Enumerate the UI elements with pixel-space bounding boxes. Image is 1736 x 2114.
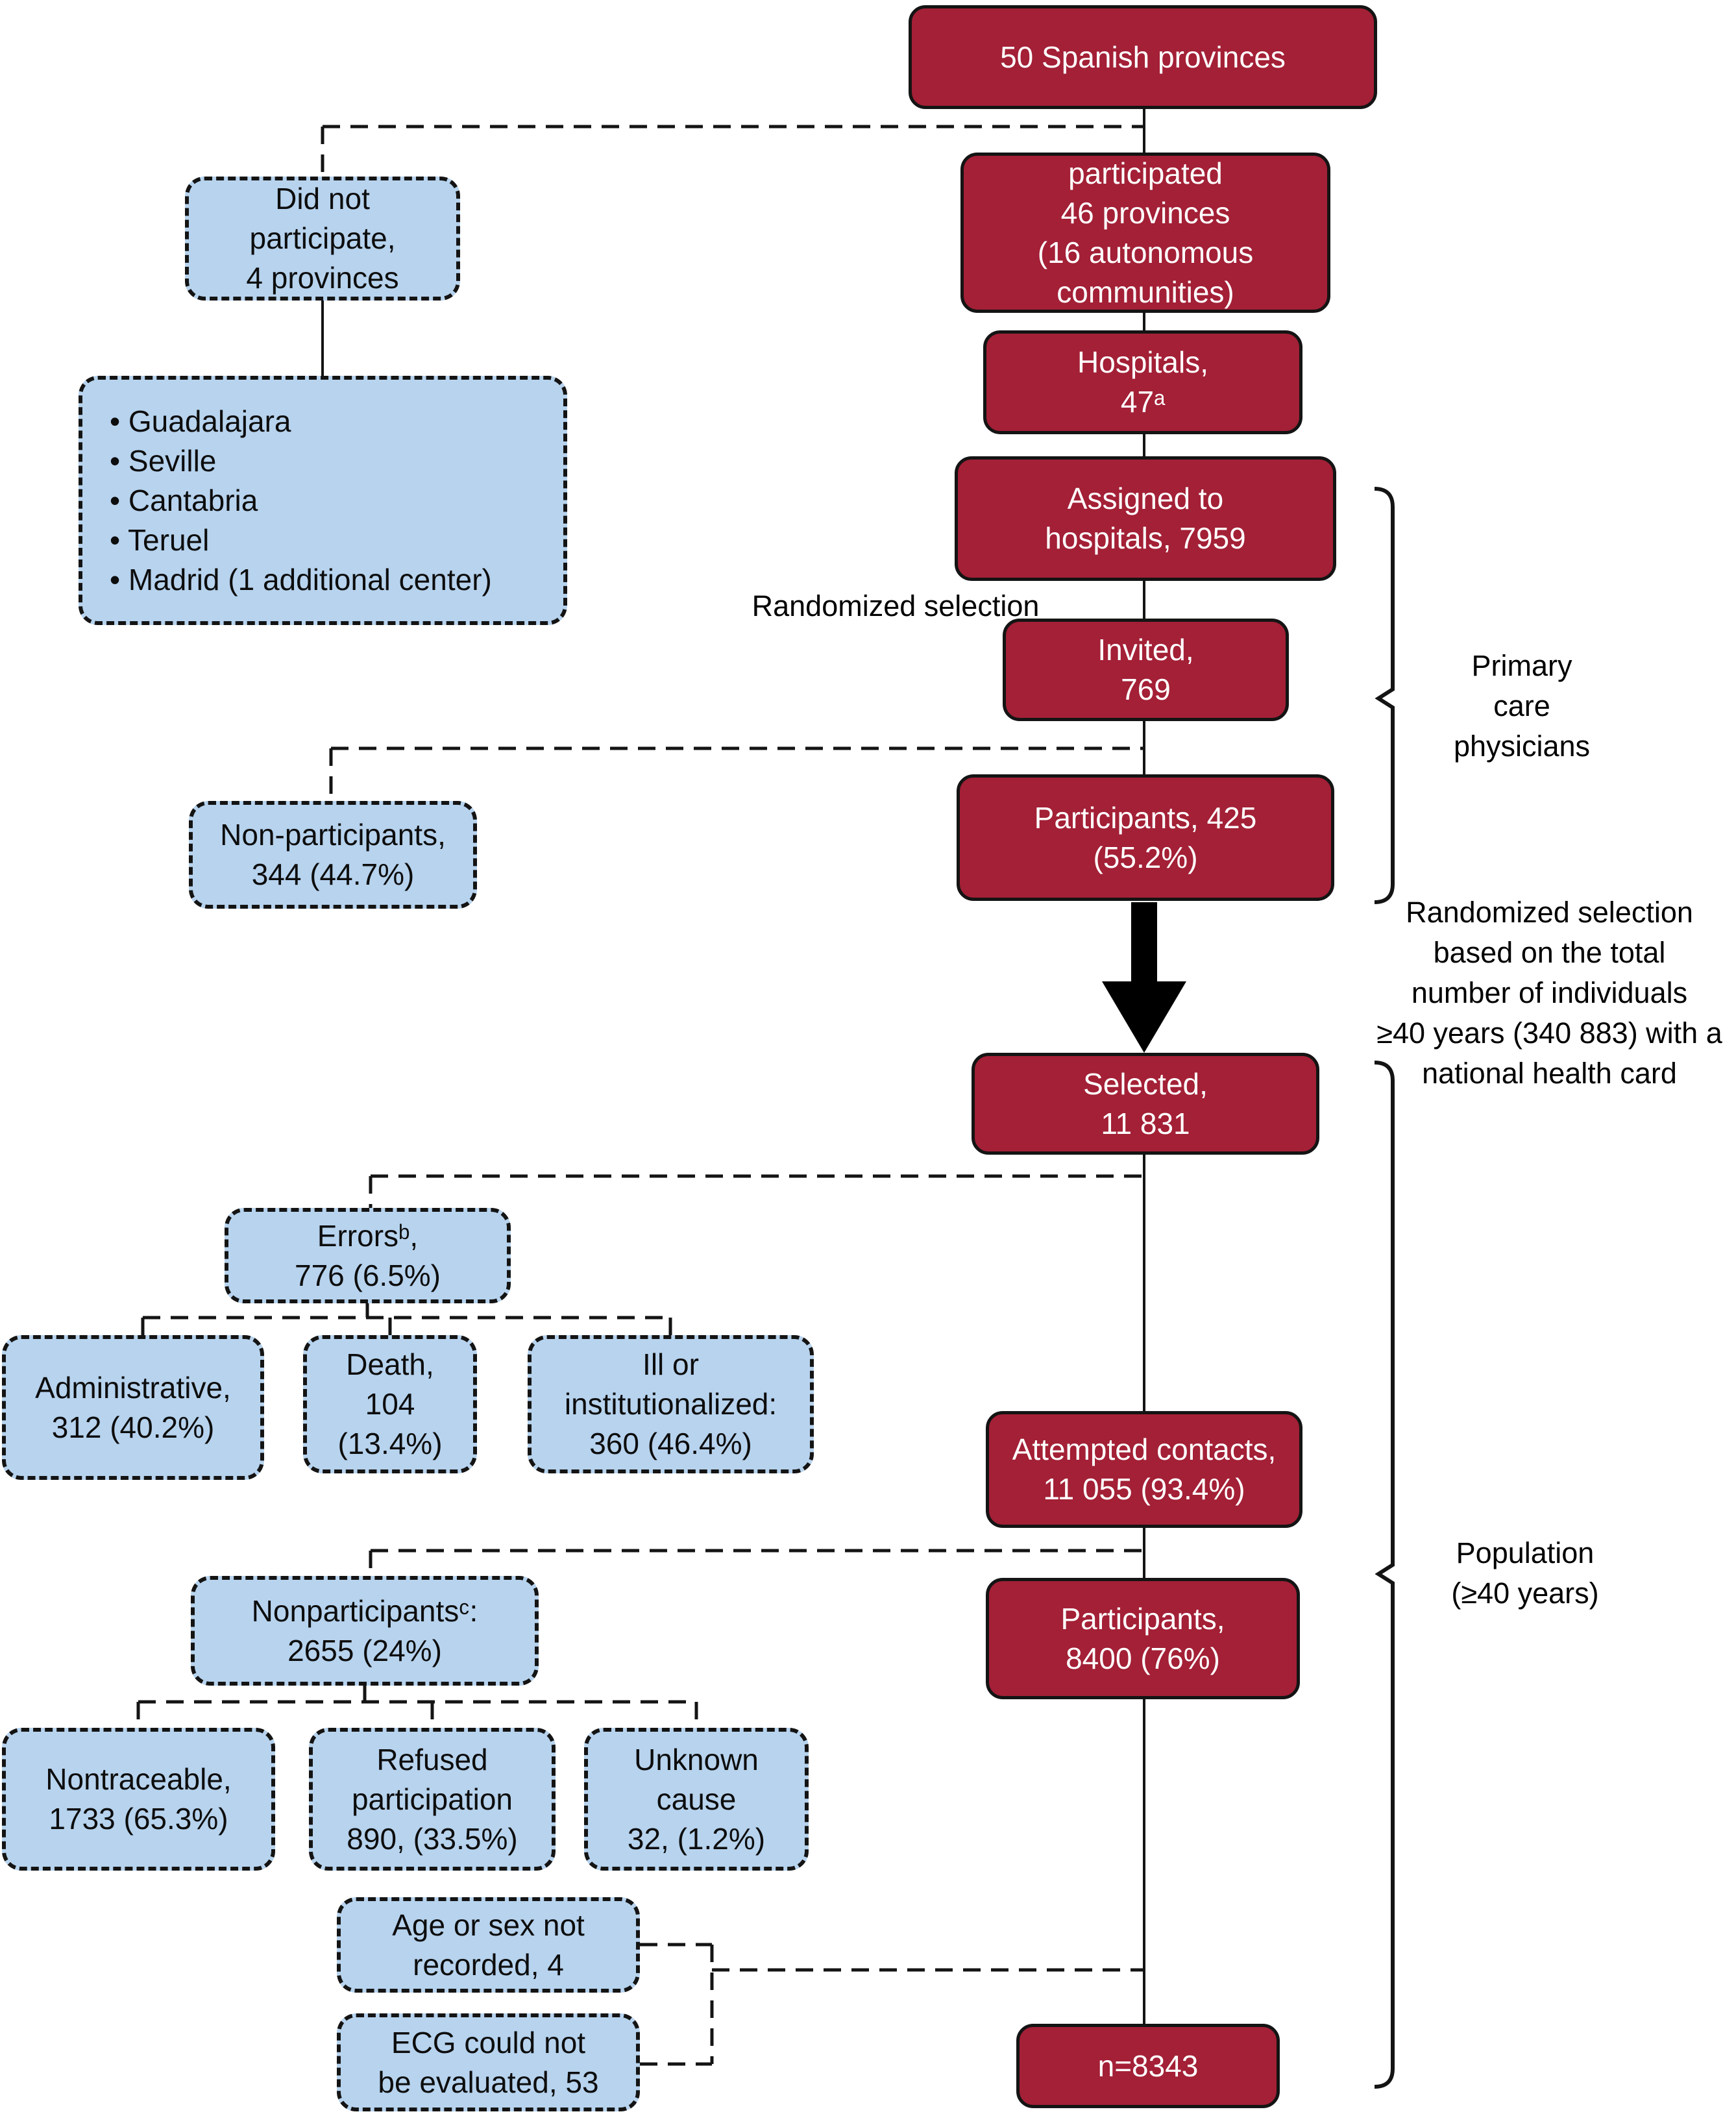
- node-invited: Invited, 769: [1003, 619, 1289, 721]
- label-randomized-selection: Randomized selection: [752, 589, 1040, 622]
- dashed-connectors: [136, 125, 1144, 2066]
- node-administrative: Administrative, 312 (40.2%): [2, 1335, 264, 1480]
- down-arrow: [1102, 902, 1186, 1053]
- node-participants-8400: Participants, 8400 (76%): [986, 1578, 1300, 1699]
- node-non-participants-344: Non-participants, 344 (44.7%): [189, 801, 477, 909]
- node-age-sex-not-recorded: Age or sex not recorded, 4: [337, 1897, 640, 1993]
- label-randomized-note: Randomized selection based on the total …: [1376, 896, 1722, 1090]
- node-errors: Errorsᵇ, 776 (6.5%): [225, 1208, 511, 1303]
- node-ecg-not-evaluated: ECG could not be evaluated, 53: [337, 2013, 640, 2111]
- node-50-spanish-provinces: 50 Spanish provinces: [909, 5, 1377, 109]
- node-selected: Selected, 11 831: [972, 1053, 1319, 1155]
- node-assigned-to-hospitals: Assigned to hospitals, 7959: [955, 456, 1336, 581]
- primary-care-brace: [1374, 487, 1395, 904]
- label-population: Population (≥40 years): [1451, 1536, 1599, 1610]
- node-did-not-participate: Did not participate, 4 provinces: [185, 177, 460, 301]
- population-brace: [1374, 1061, 1395, 2089]
- node-nontraceable: Nontraceable, 1733 (65.3%): [2, 1728, 275, 1871]
- node-participants-425: Participants, 425 (55.2%): [957, 774, 1334, 901]
- node-unknown-cause: Unknown cause 32, (1.2%): [584, 1728, 809, 1871]
- label-primary-care-physicians: Primary care physicians: [1453, 649, 1591, 763]
- node-final-n: n=8343: [1016, 2024, 1280, 2108]
- node-participated-provinces: participated 46 provinces (16 autonomous…: [960, 153, 1330, 313]
- node-attempted-contacts: Attempted contacts, 11 055 (93.4%): [986, 1411, 1302, 1528]
- node-nonparticipating-province-list: • Guadalajara • Seville • Cantabria • Te…: [79, 376, 567, 625]
- node-nonparticipants-2655: Nonparticipantsᶜ: 2655 (24%): [191, 1576, 539, 1686]
- node-refused-participation: Refused participation 890, (33.5%): [309, 1728, 556, 1871]
- node-death: Death, 104 (13.4%): [303, 1335, 477, 1473]
- node-hospitals: Hospitals, 47ᵃ: [983, 330, 1302, 434]
- node-ill-institutionalized: Ill or institutionalized: 360 (46.4%): [528, 1335, 814, 1473]
